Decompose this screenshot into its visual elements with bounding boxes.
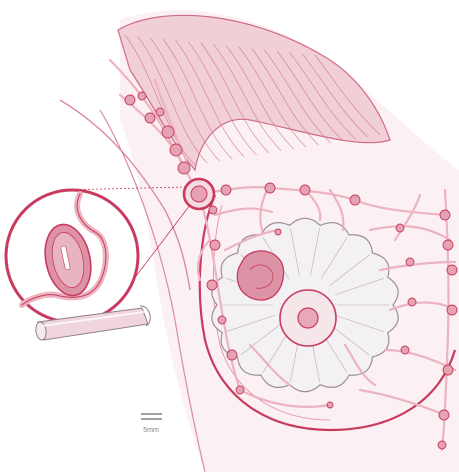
lymph-node	[447, 305, 457, 315]
lymph-node	[406, 258, 414, 266]
lymph-node	[209, 206, 217, 214]
lymph-node	[218, 316, 226, 324]
lymph-node	[396, 224, 404, 232]
lymph-node	[350, 195, 360, 205]
lymph-node	[207, 280, 217, 290]
lymph-node	[156, 108, 164, 116]
lymph-node	[178, 162, 190, 174]
lymph-node	[300, 185, 310, 195]
sentinel-node-highlight	[184, 179, 214, 209]
lymph-node	[170, 144, 182, 156]
lymph-node	[440, 210, 450, 220]
lymph-node	[408, 298, 416, 306]
nipple	[298, 308, 318, 328]
lymph-node	[221, 185, 231, 195]
lymph-node	[438, 441, 446, 449]
lymph-node	[138, 92, 146, 100]
magnified-node-inset	[6, 190, 138, 322]
lymph-node	[439, 410, 449, 420]
lymph-node	[265, 183, 275, 193]
lymph-node	[327, 402, 333, 408]
lymph-node	[227, 350, 237, 360]
scale-bar-label: 5mm	[143, 427, 159, 434]
lymph-node	[210, 240, 220, 250]
lymph-node	[447, 265, 457, 275]
lymph-node	[275, 229, 281, 235]
lymph-node	[443, 365, 453, 375]
tumor-lesion	[237, 251, 283, 300]
lymph-node	[236, 386, 244, 394]
scale-bar: 5mm	[141, 414, 162, 434]
lymph-node	[401, 346, 409, 354]
lymph-node	[145, 113, 155, 123]
lymph-node	[162, 126, 174, 138]
lymph-node	[125, 95, 135, 105]
lymph-node	[443, 240, 453, 250]
